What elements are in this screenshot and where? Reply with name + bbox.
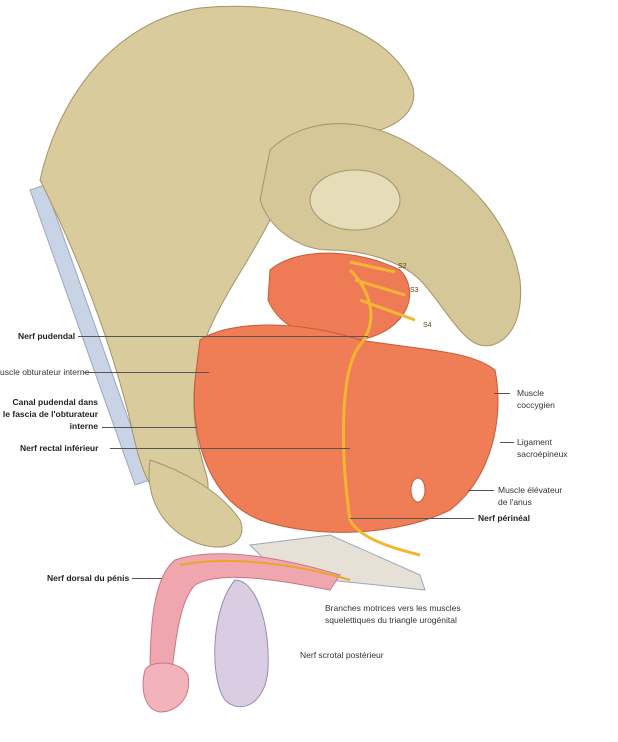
label-line: de l'anus	[498, 497, 532, 507]
label-line: interne	[69, 421, 98, 431]
leader-line	[500, 442, 514, 443]
label-line: squelettiques du triangle urogénital	[325, 615, 457, 625]
leader-line	[110, 448, 350, 449]
scrotum	[214, 579, 269, 708]
leader-line	[84, 372, 209, 373]
pudendal-nerve	[341, 268, 421, 557]
label-line: Ligament	[517, 437, 552, 447]
label-nerf-dorsal: Nerf dorsal du pénis	[47, 573, 130, 583]
label-line: Branches motrices vers les muscles	[325, 603, 461, 613]
leader-line	[132, 578, 162, 579]
label-line: coccygien	[517, 400, 555, 410]
label-s4: S4	[423, 322, 432, 329]
leader-line	[468, 490, 494, 491]
ischium-bone	[148, 459, 243, 548]
label-s2: S2	[398, 263, 407, 270]
label-muscle-coccygien: Muscle coccygien	[517, 387, 555, 411]
label-line: le fascia de l'obturateur	[2, 409, 98, 419]
label-nerf-scrotal: Nerf scrotal postérieur	[300, 650, 384, 660]
label-nerf-perineal: Nerf périnéal	[478, 513, 530, 523]
label-line: Muscle élévateur	[498, 485, 563, 495]
leader-line	[78, 336, 368, 337]
glans	[142, 662, 190, 713]
label-nerf-pudendal: Nerf pudendal	[18, 331, 76, 341]
label-canal-pudendal: Canal pudendal dans le fascia de l'obtur…	[0, 396, 98, 432]
dorsal-nerve	[179, 559, 351, 581]
label-muscle-obturateur: uscle obturateur interne	[0, 367, 90, 377]
anus-opening	[410, 477, 426, 503]
vertebral-body	[309, 169, 401, 231]
label-branches-motrices: Branches motrices vers les muscles squel…	[325, 602, 461, 626]
label-line: sacroépineux	[517, 449, 568, 459]
label-ligament: Ligament sacroépineux	[517, 436, 568, 460]
label-line: Muscle	[517, 388, 544, 398]
label-s3: S3	[410, 287, 419, 294]
label-nerf-rectal: Nerf rectal inférieur	[20, 443, 99, 453]
leader-line	[350, 518, 474, 519]
leader-line	[494, 393, 510, 394]
sacral-nerves	[349, 260, 416, 322]
label-line: Canal pudendal dans	[12, 397, 99, 407]
label-elevateur: Muscle élévateur de l'anus	[498, 484, 562, 508]
leader-line	[102, 427, 197, 428]
